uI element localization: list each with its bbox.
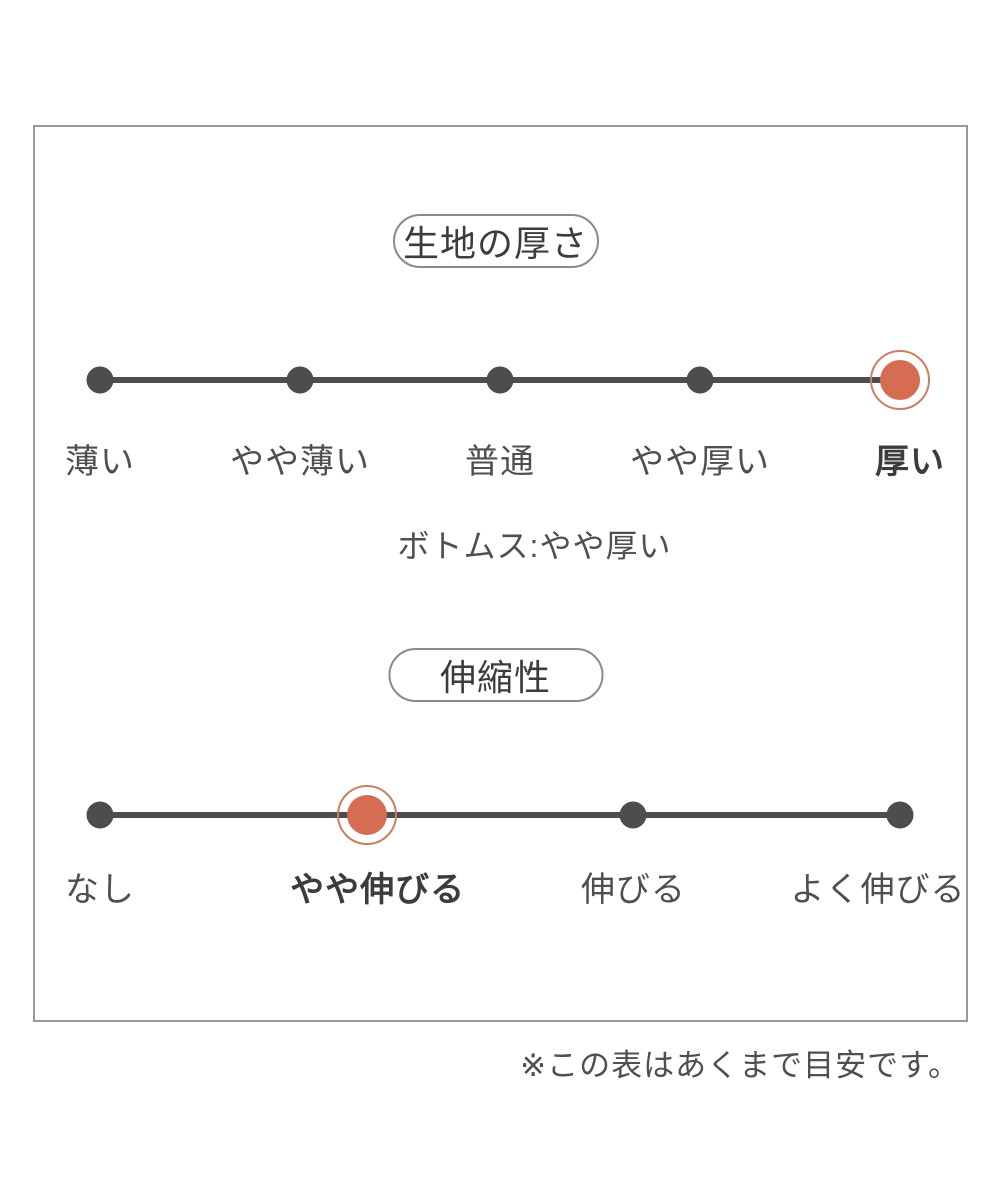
scale-line (100, 812, 900, 818)
scale-dot (86, 801, 114, 829)
scale-dot (486, 366, 514, 394)
scale-dot (86, 366, 114, 394)
guide-frame: 生地の厚さ 薄い やや薄い 普通 やや厚い 厚い ボトムス:やや厚い 伸縮性 なし やや伸… (33, 125, 968, 1022)
scale-label: 普通 (465, 443, 535, 481)
scale-label: 薄い (65, 443, 135, 481)
selected-scale-dot (336, 785, 397, 845)
scale-label: やや伸びる (290, 871, 466, 909)
scale-dot (619, 801, 647, 829)
scale-dot (886, 801, 914, 829)
fabric-thickness-title: 生地の厚さ (402, 223, 588, 264)
scale-label: よく伸びる (790, 871, 966, 909)
disclaimer-note: ※この表はあくまで目安です。 (520, 1048, 960, 1083)
bottoms-note: ボトムス:やや厚い (397, 528, 672, 564)
scale-label: 伸びる (580, 871, 686, 909)
stretchability-title: 伸縮性 (439, 657, 551, 698)
selected-scale-dot (870, 350, 930, 410)
stretchability-title-pill: 伸縮性 (388, 648, 603, 702)
scale-label: やや薄い (230, 443, 370, 481)
scale-label: やや厚い (630, 443, 770, 481)
scale-label: 厚い (875, 443, 945, 481)
selected-dot-ring (870, 350, 930, 410)
scale-dot (286, 366, 314, 394)
scale-dot (686, 366, 714, 394)
scale-label: なし (65, 871, 135, 909)
fabric-thickness-title-pill: 生地の厚さ (392, 214, 599, 268)
selected-dot-ring (336, 785, 397, 845)
